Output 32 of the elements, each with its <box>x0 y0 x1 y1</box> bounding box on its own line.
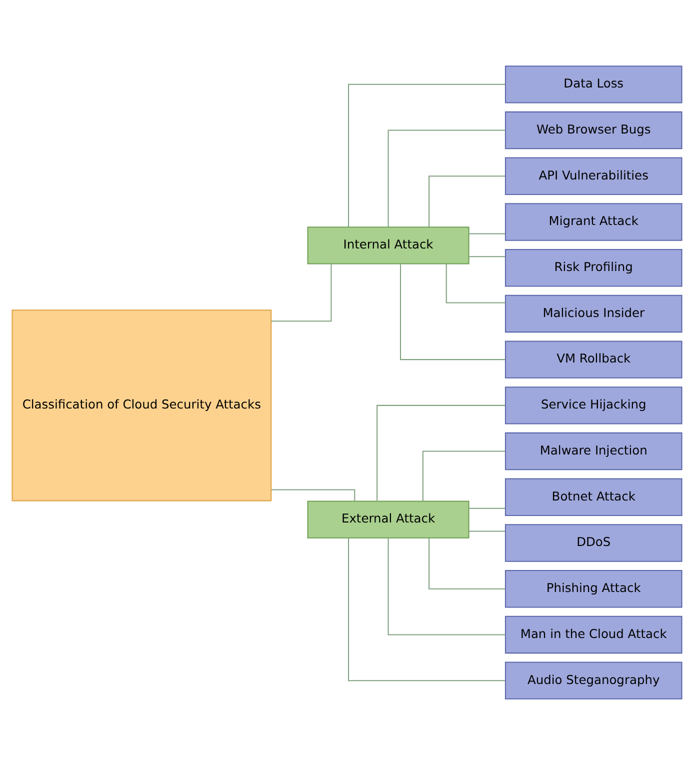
connector <box>468 232 506 234</box>
node-box: Risk Profiling <box>504 248 682 286</box>
connector <box>428 538 506 589</box>
connector <box>468 256 506 257</box>
node-box: External Attack <box>307 500 470 538</box>
connector <box>348 538 506 681</box>
node-box: Data Loss <box>504 65 682 103</box>
node-box: Malicious Insider <box>504 294 682 332</box>
connector <box>376 404 506 500</box>
node-box: Migrant Attack <box>504 202 682 240</box>
node-box: Internal Attack <box>307 226 470 264</box>
node-box: Malware Injection <box>504 432 682 470</box>
connector <box>468 507 506 508</box>
connector <box>388 538 506 635</box>
node-box: Man in the Cloud Attack <box>504 615 682 654</box>
connector <box>422 450 506 500</box>
connector <box>400 264 506 360</box>
connector <box>388 129 506 226</box>
connector <box>271 264 332 322</box>
node-box: Phishing Attack <box>504 570 682 608</box>
node-box: DDoS <box>504 524 682 562</box>
node-box: API Vulnerabilities <box>504 156 682 194</box>
node-box: Classification of Cloud Security Attacks <box>12 309 272 501</box>
node-box: Service Hijacking <box>504 386 682 424</box>
connector <box>446 263 506 303</box>
node-box: Botnet Attack <box>504 478 682 516</box>
node-box: Web Browser Bugs <box>504 110 682 149</box>
connector <box>428 175 506 226</box>
connector <box>468 530 506 532</box>
node-box: VM Rollback <box>504 340 682 378</box>
node-box: Audio Steganography <box>504 661 682 699</box>
connector <box>348 83 506 226</box>
